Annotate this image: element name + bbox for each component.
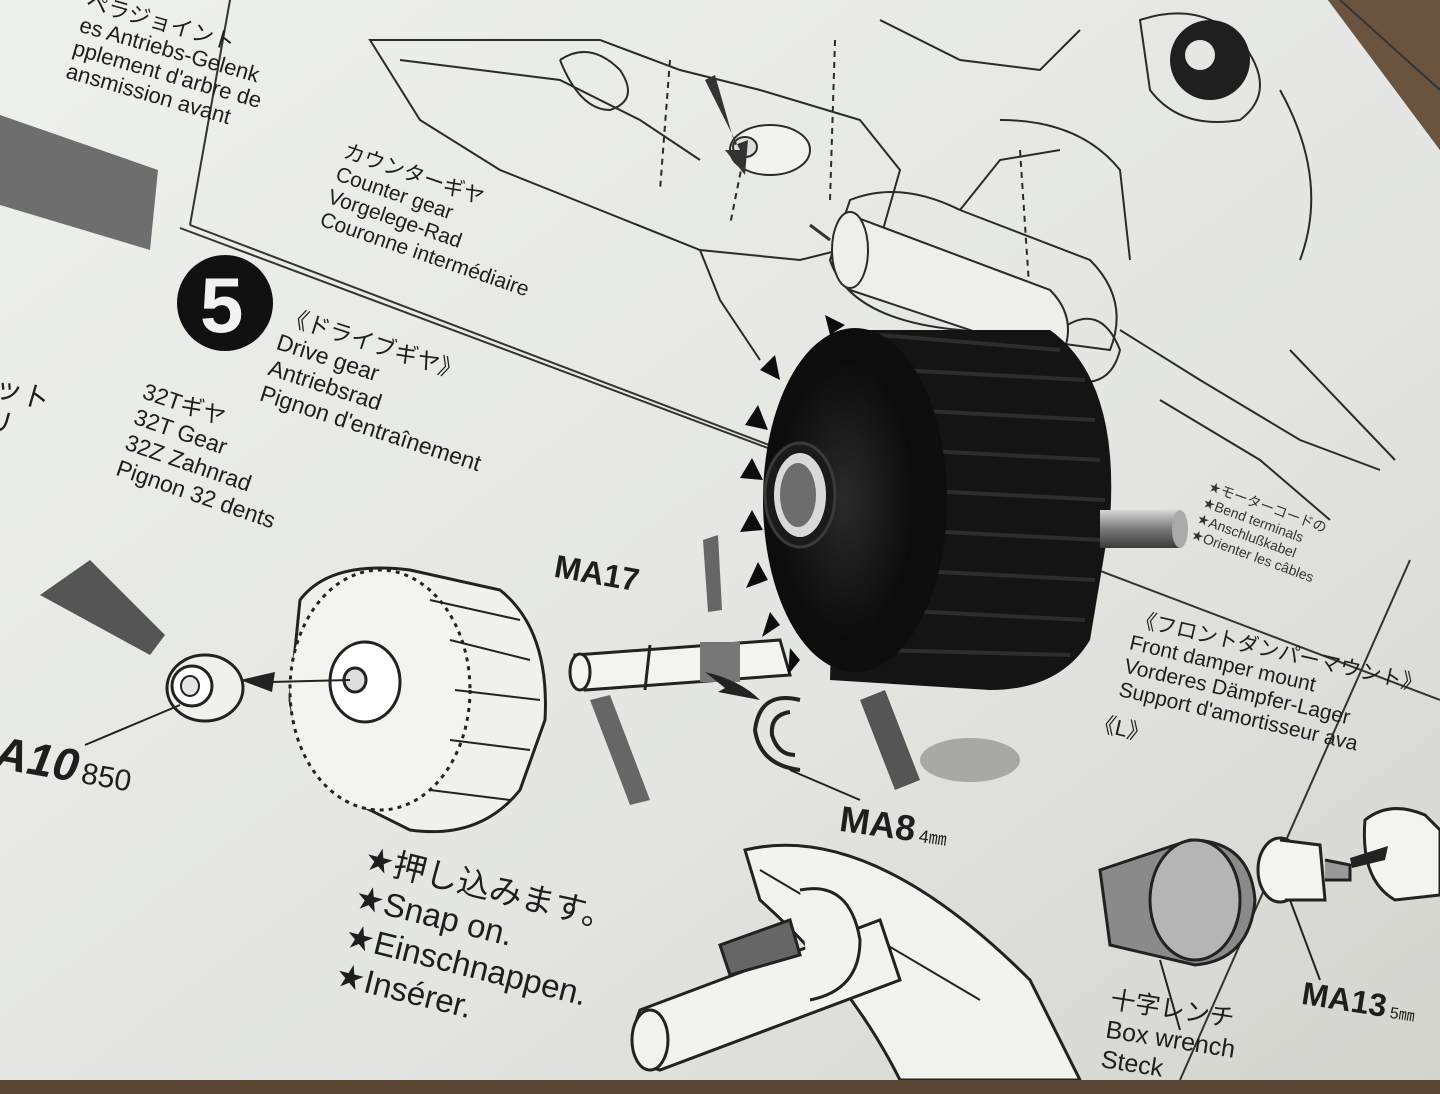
ma10-bearing-drawing [84,653,275,746]
grease-tube-icon [703,535,722,612]
ma17-shaft-drawing [568,638,792,692]
box-wrench-drawing [1098,838,1257,1031]
section-band [0,115,158,250]
arrow-icon [1350,846,1388,868]
step-number: 5 [200,261,243,349]
grease-tube-icon [860,690,920,790]
gear-32t-drawing [288,566,547,834]
pliers-drawing [630,843,1082,1080]
step-number-badge [177,255,273,351]
ma8-eclip-drawing [752,696,861,801]
ma13-screw-drawing [1256,807,1440,981]
grease-tube-icon [590,695,650,805]
black-drive-gear-object [740,315,1188,782]
pinion-top-right [1170,20,1250,100]
arrow-icon [705,75,748,175]
arrow-icon [705,672,760,700]
grease-tube-icon [40,560,165,655]
